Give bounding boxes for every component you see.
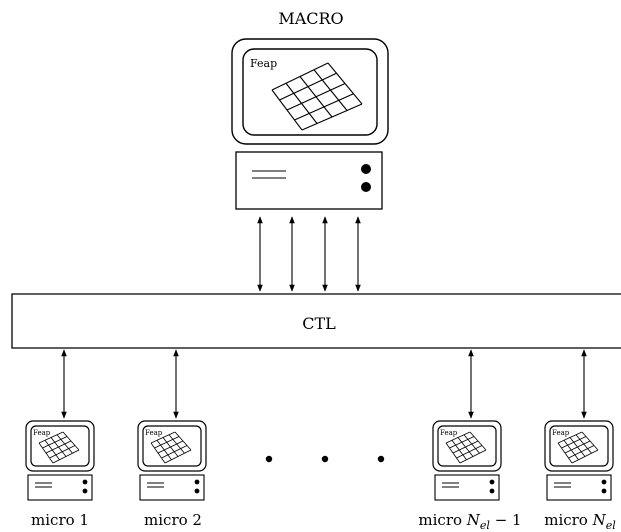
mesh-line — [49, 445, 76, 459]
mesh-line — [456, 445, 483, 459]
micro-caption-n: N — [466, 511, 481, 529]
mesh-line — [62, 431, 80, 451]
macro-computer: Feap — [231, 38, 389, 210]
macro-mesh-icon — [271, 62, 363, 131]
mesh-line — [45, 440, 72, 454]
micro-mesh-icon — [150, 431, 192, 464]
micro-caption-subscript: el — [480, 519, 491, 532]
micro-led-icon — [489, 479, 495, 485]
micro-led-icon — [601, 488, 607, 494]
mesh-line — [327, 62, 363, 105]
mesh-line — [575, 434, 592, 454]
micro-mesh-icon — [557, 431, 599, 464]
micro-caption-2: micro 2 — [144, 511, 202, 529]
mesh-line — [571, 449, 599, 464]
micro-led-icon — [601, 479, 607, 485]
mesh-line — [301, 103, 363, 131]
micro-led-icon — [194, 488, 200, 494]
micro-ctl-links — [61, 349, 587, 419]
macro-screen-label: Feap — [250, 57, 277, 70]
micro-led-icon — [82, 479, 88, 485]
micro-base-unit — [434, 474, 500, 501]
mesh-line — [164, 449, 192, 464]
ellipsis — [265, 455, 385, 463]
ellipsis-dot — [265, 455, 273, 463]
micro-base-unit — [139, 474, 205, 501]
mesh-line — [568, 445, 595, 459]
micro-screen-label: Feap — [440, 429, 458, 437]
micro-led-icon — [489, 488, 495, 494]
macro-monitor: Feap — [231, 38, 389, 145]
mesh-line — [52, 449, 80, 464]
macro-led-icon — [361, 182, 371, 192]
micro-caption-n: N — [592, 511, 607, 529]
micro-screen-label: Feap — [33, 429, 51, 437]
mesh-line — [56, 434, 73, 454]
micro-base-unit — [27, 474, 93, 501]
ctl-bar: CTL — [11, 293, 621, 349]
micro-computer-nel: Feap — [544, 420, 614, 501]
micro-computer-1: Feap — [25, 420, 95, 501]
mesh-line — [469, 431, 487, 451]
mesh-line — [161, 445, 188, 459]
micro-mesh-icon — [38, 431, 80, 464]
mesh-line — [286, 82, 346, 111]
mesh-line — [452, 440, 479, 454]
micro-computer-2: Feap — [137, 420, 207, 501]
micro-base-unit — [546, 474, 612, 501]
mesh-line — [174, 431, 192, 451]
ellipsis-dot — [377, 455, 385, 463]
micro-caption-main: micro — [418, 511, 466, 529]
micro-caption-subscript: el — [606, 519, 617, 532]
mesh-line — [313, 69, 348, 111]
micro-caption-1: micro 1 — [31, 511, 89, 529]
micro-screen-label: Feap — [552, 429, 570, 437]
mesh-line — [581, 431, 599, 451]
mesh-line — [564, 440, 591, 454]
mesh-line — [157, 440, 184, 454]
micro-screen-label: Feap — [145, 429, 163, 437]
micro-led-icon — [194, 479, 200, 485]
mesh-line — [463, 434, 480, 454]
macro-ctl-links — [257, 216, 361, 292]
mesh-line — [459, 449, 487, 464]
micro-caption-nel: micro Nel — [544, 511, 616, 532]
micro-led-icon — [82, 488, 88, 494]
micro-computer-nel-minus-1: Feap — [432, 420, 502, 501]
macro-base-unit — [235, 151, 383, 210]
mesh-line — [168, 434, 185, 454]
micro-mesh-icon — [445, 431, 487, 464]
ctl-label: CTL — [302, 314, 336, 333]
micro-caption-nel-minus-1: micro Nel − 1 — [418, 511, 521, 532]
macro-led-icon — [361, 164, 371, 174]
micro-caption-suffix: − 1 — [490, 511, 522, 529]
micro-caption-main: micro — [544, 511, 592, 529]
macro-title: MACRO — [278, 9, 343, 28]
ellipsis-dot — [321, 455, 329, 463]
mesh-line — [294, 93, 354, 121]
